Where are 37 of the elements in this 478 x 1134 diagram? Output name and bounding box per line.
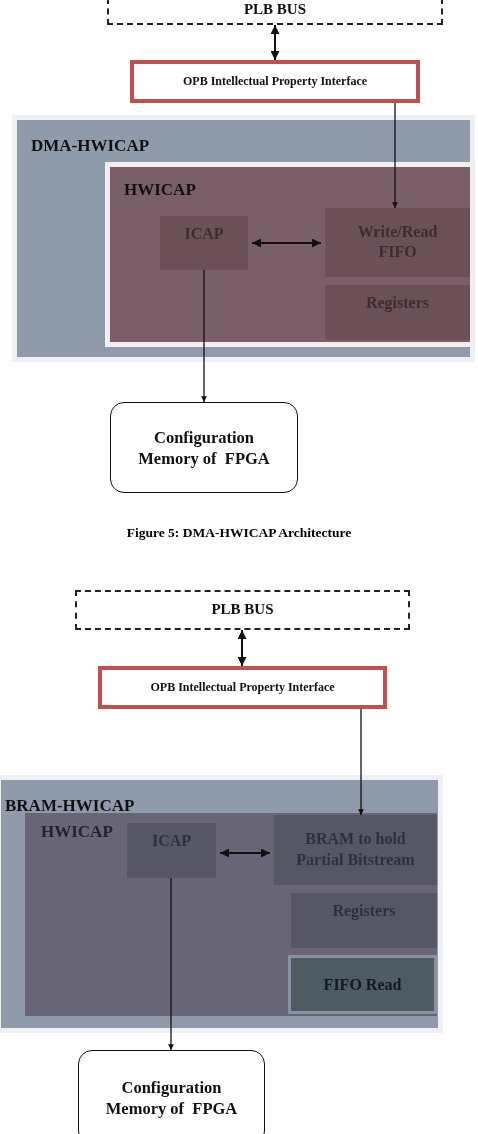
- block-label: Configuration Memory of FPGA: [137, 426, 271, 469]
- figure-caption: Figure 5: DMA-HWICAP Architecture: [125, 525, 353, 541]
- bus-box: [107, 0, 443, 25]
- block: [274, 815, 437, 885]
- memory-box: [78, 1050, 265, 1134]
- arrow: [392, 102, 398, 209]
- memory-box: [110, 402, 298, 493]
- block-label: OPB Intellectual Property Interface: [181, 73, 369, 90]
- arrow: [237, 629, 247, 667]
- arrow: [358, 708, 364, 816]
- block-label: HWICAP: [41, 821, 113, 843]
- block: [160, 216, 248, 270]
- block: [127, 823, 216, 878]
- arrow: [201, 269, 207, 403]
- module-panel: [25, 813, 437, 1016]
- module-panel: [12, 115, 475, 362]
- module-panel: [105, 162, 475, 347]
- interface-box: [98, 666, 387, 709]
- block-label: Configuration Memory of FPGA: [104, 1076, 239, 1119]
- block-label: PLB BUS: [210, 600, 275, 620]
- block-label: DMA-HWICAP: [31, 135, 150, 157]
- arrow: [168, 877, 174, 1051]
- bus-box: [75, 590, 410, 630]
- block-label: BRAM-HWICAP: [5, 795, 135, 817]
- arrow: [270, 24, 280, 61]
- block-label: HWICAP: [124, 179, 196, 201]
- block: [325, 208, 470, 277]
- interface-box: [130, 60, 420, 103]
- block-label: OPB Intellectual Property Interface: [149, 679, 336, 696]
- arrow: [251, 238, 322, 248]
- block: [291, 893, 437, 948]
- block-label: PLB BUS: [242, 0, 308, 19]
- block: [325, 285, 470, 340]
- arrow: [219, 848, 271, 858]
- module-panel: [0, 775, 443, 1033]
- block-label: FIFO Read: [322, 974, 403, 995]
- block: [288, 955, 437, 1014]
